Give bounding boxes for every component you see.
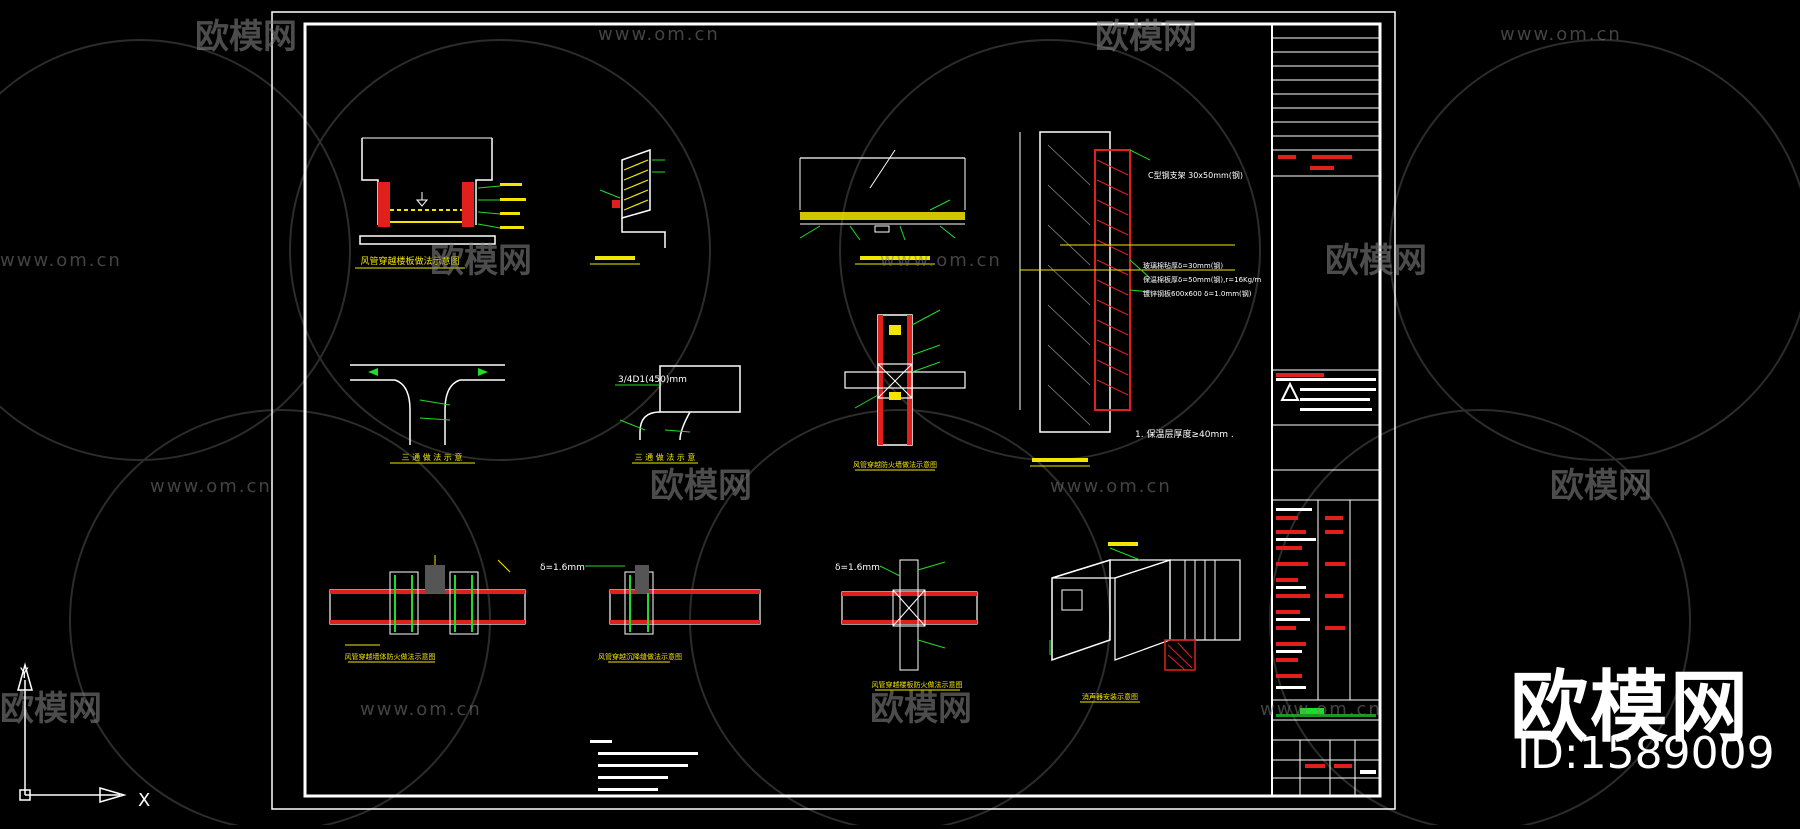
diagram-settlement: δ=1.6mm 风管穿越沉降缝做法示意图 xyxy=(540,563,761,663)
title-block-red-fills xyxy=(1276,155,1352,768)
watermark-8: 欧模网 xyxy=(870,689,972,729)
diagram-title-7: 风管穿越楼板防火做法示意图 xyxy=(872,680,963,689)
outer-frame xyxy=(271,11,1396,810)
dim-label-2: δ=1.6mm xyxy=(835,563,880,573)
watermark-4: 欧模网 xyxy=(1325,241,1427,281)
ucs-axis-icon xyxy=(17,662,127,803)
watermark-logos: 欧模网 欧模网 欧模网 欧模网 欧模网 欧模网 欧模网 欧模网 xyxy=(0,17,1652,729)
title-block-white-fills xyxy=(1276,378,1376,774)
watermark-urls: www.om.cn www.om.cn www.om.cn www.om.cn … xyxy=(0,24,1622,720)
watermark-url-2: www.om.cn xyxy=(1500,24,1622,45)
diagram-title-8: 消声器安装示意图 xyxy=(1082,692,1138,701)
diagram-firewall: 风管穿越防火墙做法示意图 xyxy=(844,309,966,471)
watermark-url-3: www.om.cn xyxy=(0,250,122,271)
diagram-title-2: 三 通 做 法 示 意 xyxy=(402,452,463,462)
corner-brand-mark: 欧模网 xyxy=(1510,663,1751,753)
diagram-tee-2: 3/4D1(450)mm 三 通 做 法 示 意 xyxy=(615,365,741,464)
watermark-url-7: www.om.cn xyxy=(360,699,482,720)
diagram-title-5: 风管穿越墙体防火做法示意图 xyxy=(345,652,436,661)
diagram-silencer-3d: 消声器安装示意图 xyxy=(1049,542,1241,703)
diagram-floor-penetration: 风管穿越楼板做法示意图 xyxy=(355,137,526,269)
model-id-label: ID:1589009 xyxy=(1517,728,1775,779)
diagram-wall-section: C型钢支架 30x50mm(钢) 玻璃棉毡厚δ=30mm(钢) 保温棉板厚δ=5… xyxy=(1019,131,1261,467)
diagram-title-3: 三 通 做 法 示 意 xyxy=(635,452,696,462)
watermark-url-8: www.om.cn xyxy=(1260,699,1382,720)
watermark-2: 欧模网 xyxy=(1095,17,1197,57)
spec-1: C型钢支架 30x50mm(钢) xyxy=(1148,170,1243,180)
watermark-url-4: www.om.cn xyxy=(880,250,1002,271)
title-block-green-cell xyxy=(1300,708,1324,714)
watermark-url-1: www.om.cn xyxy=(598,24,720,45)
diagram-louver xyxy=(590,148,666,265)
axis-x-label: X xyxy=(138,790,150,811)
diagram-tee-1: 三 通 做 法 示 意 xyxy=(350,364,505,464)
watermark-7: 欧模网 xyxy=(0,689,102,729)
title-block-grid xyxy=(1272,37,1380,796)
watermark-5: 欧模网 xyxy=(650,466,752,506)
watermark-3: 欧模网 xyxy=(430,241,532,281)
diagram-wall-fire: 风管穿越墙体防火做法示意图 xyxy=(329,555,526,663)
dim-label-1: δ=1.6mm xyxy=(540,563,585,573)
watermark-url-6: www.om.cn xyxy=(1050,476,1172,497)
diagram-floor-fire: δ=1.6mm 风管穿越楼板防火做法示意图 xyxy=(835,559,978,691)
title-block-logo xyxy=(1280,381,1300,401)
general-notes xyxy=(590,740,698,791)
spec-2: 玻璃棉毡厚δ=30mm(钢) xyxy=(1143,261,1223,270)
note-insulation: 1. 保温层厚度≥40mm . xyxy=(1135,428,1234,440)
diagram-title-1: 风管穿越楼板做法示意图 xyxy=(360,255,459,267)
watermark-url-5: www.om.cn xyxy=(150,476,272,497)
diagram-title-4: 风管穿越防火墙做法示意图 xyxy=(853,460,937,469)
diagram-ceiling-section xyxy=(799,149,966,265)
watermark-1: 欧模网 xyxy=(195,17,297,57)
diagram-title-6: 风管穿越沉降缝做法示意图 xyxy=(598,652,682,661)
title-block xyxy=(1271,23,1381,797)
spec-4: 镀锌钢板600x600 δ=1.0mm(钢) xyxy=(1143,289,1252,298)
title-block-green-line xyxy=(1276,714,1376,717)
dim-label-elbow: 3/4D1(450)mm xyxy=(618,375,687,385)
watermark-6: 欧模网 xyxy=(1550,466,1652,506)
spec-3: 保温棉板厚δ=50mm(钢),r=16Kg/m xyxy=(1143,275,1261,284)
axis-y-label: Y xyxy=(19,666,29,682)
